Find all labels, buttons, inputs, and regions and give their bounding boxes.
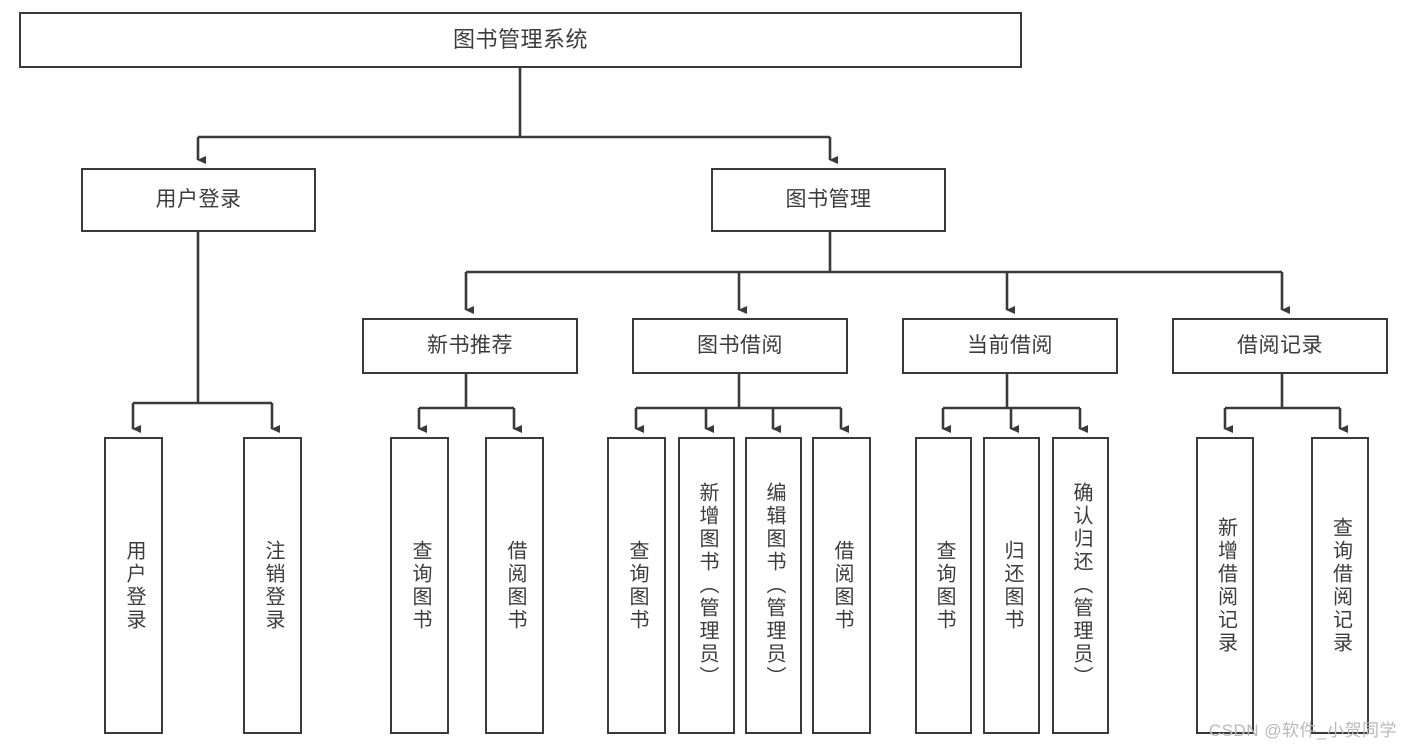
leaf-node[interactable]: 编辑图书（管理员） [745, 437, 802, 734]
leaf-node[interactable]: 用户登录 [104, 437, 163, 734]
leaf-node-label: 确认归还（管理员） [1070, 482, 1092, 689]
level2-node-label: 借阅记录 [1237, 333, 1323, 357]
watermark-text: CSDN @软件_小贺同学 [1208, 721, 1397, 740]
leaf-node-label: 借阅图书 [504, 539, 526, 632]
leaf-node[interactable]: 借阅图书 [485, 437, 544, 734]
leaf-node-label: 查询借阅记录 [1329, 516, 1352, 655]
leaf-node[interactable]: 注销登录 [243, 437, 302, 734]
edges-borrow-to-leaves [634, 374, 849, 433]
leaf-node-label: 注销登录 [262, 539, 284, 632]
edges-newbooks-to-leaves [417, 374, 522, 433]
leaf-node[interactable]: 查询图书 [915, 437, 972, 734]
level2-node-label: 新书推荐 [427, 333, 513, 357]
leaf-node[interactable]: 查询图书 [390, 437, 449, 734]
level1-node[interactable]: 图书管理 [711, 168, 946, 232]
leaf-node[interactable]: 借阅图书 [812, 437, 871, 734]
leaf-node-label: 借阅图书 [831, 539, 853, 632]
leaf-node-label: 查询图书 [933, 539, 955, 632]
edges-booksmgmt-to-level2 [464, 232, 1290, 314]
level2-node-label: 当前借阅 [967, 333, 1053, 357]
leaf-node[interactable]: 新增图书（管理员） [678, 437, 735, 734]
level1-node-label: 用户登录 [155, 187, 242, 211]
level2-node[interactable]: 当前借阅 [902, 318, 1118, 374]
leaf-node[interactable]: 新增借阅记录 [1196, 437, 1254, 734]
leaf-node[interactable]: 归还图书 [983, 437, 1040, 734]
edges-records-to-leaves [1223, 374, 1348, 433]
root-node-label: 图书管理系统 [452, 27, 588, 53]
leaf-node-label: 用户登录 [123, 539, 145, 632]
edges-root-to-level1 [196, 68, 838, 164]
leaf-node-label: 查询图书 [626, 539, 648, 632]
level2-node[interactable]: 图书借阅 [632, 318, 848, 374]
leaf-node[interactable]: 确认归还（管理员） [1052, 437, 1109, 734]
edges-current-to-leaves [941, 374, 1088, 433]
leaf-node-label: 查询图书 [409, 539, 431, 632]
level1-node-label: 图书管理 [785, 187, 872, 211]
leaf-node-label: 新增借阅记录 [1214, 516, 1237, 655]
leaf-node-label: 新增图书（管理员） [696, 482, 718, 689]
leaf-node-label: 编辑图书（管理员） [763, 482, 785, 689]
level2-node-label: 图书借阅 [697, 333, 783, 357]
leaf-node[interactable]: 查询图书 [607, 437, 666, 734]
level1-node[interactable]: 用户登录 [81, 168, 316, 232]
leaf-node-label: 归还图书 [1001, 539, 1023, 632]
root-node[interactable]: 图书管理系统 [19, 12, 1022, 68]
level2-node[interactable]: 借阅记录 [1172, 318, 1388, 374]
leaf-node[interactable]: 查询借阅记录 [1311, 437, 1369, 734]
edges-userlogin-to-leaves [131, 232, 280, 433]
level2-node[interactable]: 新书推荐 [362, 318, 578, 374]
